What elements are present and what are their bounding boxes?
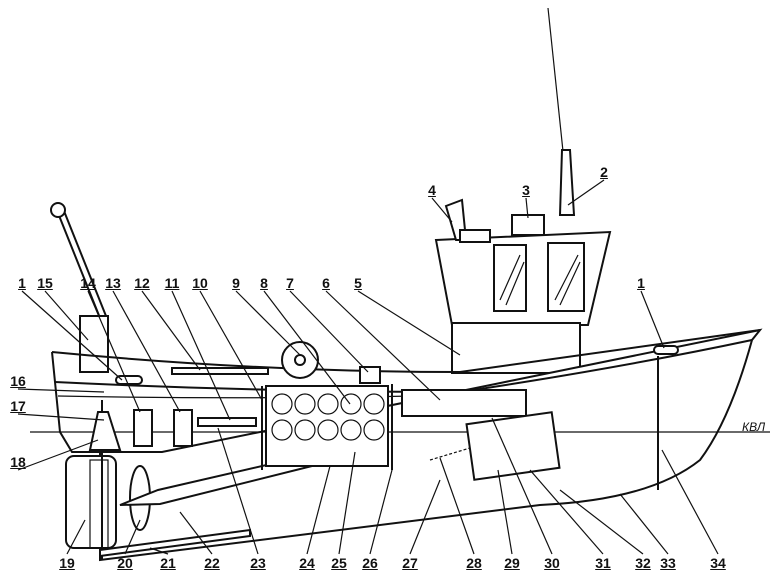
callout-25: 25 <box>331 555 347 571</box>
callout-1-bow: 1 <box>637 275 645 291</box>
callout-22: 22 <box>204 555 220 571</box>
callout-29: 29 <box>504 555 520 571</box>
callout-19: 19 <box>59 555 75 571</box>
callout-30: 30 <box>544 555 560 571</box>
hatch <box>171 367 269 375</box>
callout-28: 28 <box>466 555 482 571</box>
callout-27: 27 <box>402 555 418 571</box>
leader-line <box>112 290 181 413</box>
callout-20: 20 <box>117 555 133 571</box>
leader-line <box>21 290 123 381</box>
leader-line <box>124 519 141 555</box>
receiver-box <box>401 389 527 417</box>
leader-line <box>497 469 513 555</box>
callout-6: 6 <box>322 275 330 291</box>
leader-line <box>66 519 86 555</box>
leader-line <box>149 547 169 555</box>
leader-line <box>17 439 99 471</box>
leader-line <box>171 290 231 421</box>
callout-9: 9 <box>232 275 240 291</box>
servo <box>173 409 193 447</box>
leader-line <box>661 449 719 555</box>
callout-12: 12 <box>134 275 150 291</box>
leader-line <box>17 413 105 421</box>
leader-line <box>439 457 475 555</box>
leader-line <box>619 493 669 555</box>
callout-10: 10 <box>192 275 208 291</box>
leader-line <box>235 290 301 356</box>
window <box>547 242 585 312</box>
callout-23: 23 <box>250 555 266 571</box>
battery-cells <box>271 393 385 441</box>
leader-line <box>529 469 604 555</box>
leader-line <box>559 489 644 555</box>
callout-2: 2 <box>600 164 608 180</box>
leader-line <box>325 290 441 401</box>
leader-line <box>17 388 105 393</box>
leader-line <box>179 511 213 555</box>
leader-line <box>141 290 201 371</box>
rudder-post <box>88 411 122 451</box>
servo <box>133 409 153 447</box>
callout-7: 7 <box>286 275 294 291</box>
callout-3: 3 <box>522 182 530 198</box>
callout-11: 11 <box>164 275 180 291</box>
callout-31: 31 <box>595 555 611 571</box>
cabin-base <box>451 322 581 374</box>
leader-line <box>357 290 461 356</box>
callout-1-aft: 1 <box>18 275 26 291</box>
leader-line <box>525 197 529 219</box>
callout-34: 34 <box>710 555 726 571</box>
leader-line <box>87 290 141 413</box>
leader-line <box>199 290 263 401</box>
callout-13: 13 <box>105 275 121 291</box>
leader-line <box>217 427 259 555</box>
waterline-label: КВЛ <box>742 420 766 434</box>
leader-line <box>567 179 605 206</box>
callout-14: 14 <box>80 275 96 291</box>
mast-top <box>50 202 66 218</box>
callout-4: 4 <box>428 182 436 198</box>
motor <box>465 411 561 481</box>
callout-32: 32 <box>635 555 651 571</box>
leader-line <box>44 290 89 341</box>
callout-5: 5 <box>354 275 362 291</box>
callout-17: 17 <box>10 398 26 414</box>
callout-21: 21 <box>160 555 176 571</box>
leader-line <box>338 451 356 555</box>
leader-line <box>409 479 441 555</box>
leader-line <box>491 417 553 555</box>
leader-line <box>431 197 453 223</box>
callout-24: 24 <box>299 555 315 571</box>
callout-18: 18 <box>10 454 26 470</box>
leader-line <box>289 290 369 373</box>
leader-line <box>640 290 665 349</box>
switch-board <box>197 417 257 427</box>
battery-block <box>265 385 389 467</box>
leader-line <box>263 290 351 405</box>
antenna-base <box>558 149 576 216</box>
leader-line <box>369 469 393 555</box>
hull <box>51 328 763 562</box>
callout-33: 33 <box>660 555 676 571</box>
callout-26: 26 <box>362 555 378 571</box>
leader-line <box>306 465 331 555</box>
callout-16: 16 <box>10 373 26 389</box>
callout-15: 15 <box>37 275 53 291</box>
callout-8: 8 <box>260 275 268 291</box>
